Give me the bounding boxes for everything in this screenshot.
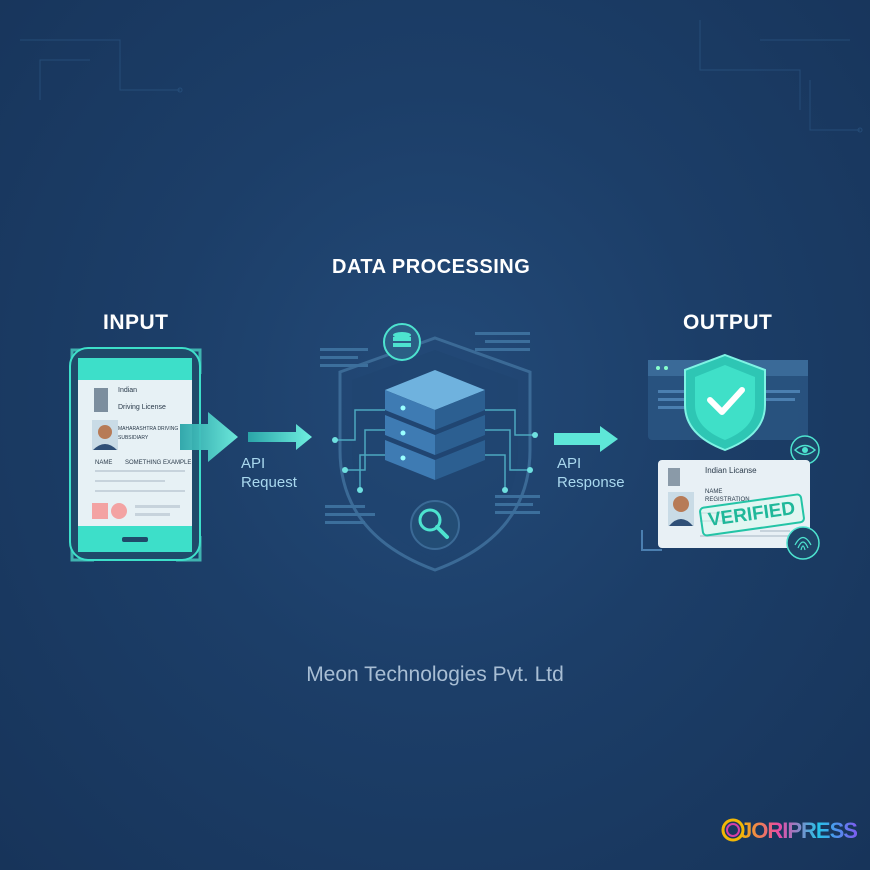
input-card-line4: SUBSIDIARY xyxy=(118,435,149,441)
output-title: OUTPUT xyxy=(683,311,773,334)
api-request-line1: API xyxy=(241,455,266,472)
input-card-line5: NAME xyxy=(95,460,113,466)
output-illustration xyxy=(641,353,820,560)
api-response-line2: Response xyxy=(557,474,625,491)
api-request-label: API Request xyxy=(241,454,297,492)
phone-illustration xyxy=(69,347,202,562)
output-card-line1: Indian Licanse xyxy=(705,466,757,475)
input-card-line2: Driving License xyxy=(118,404,166,411)
input-card-line6: SOMETHING EXAMPLE xyxy=(125,460,192,466)
watermark-text: JORIPRESS xyxy=(740,818,858,843)
output-card-line2: NAME xyxy=(705,489,723,495)
watermark-logo-icon xyxy=(721,818,745,842)
api-response-label: API Response xyxy=(557,454,625,492)
company-name: Meon Technologies Pvt. Ltd xyxy=(306,663,564,686)
output-card-line3: REGISTRATION xyxy=(705,497,750,503)
api-request-line2: Request xyxy=(241,474,297,491)
output-arrow xyxy=(554,426,618,452)
processing-title: DATA PROCESSING xyxy=(332,256,531,278)
input-card-line3: MAHARASHTRA DRIVING xyxy=(118,426,179,432)
input-arrows xyxy=(180,412,312,462)
api-response-line1: API xyxy=(557,455,582,472)
processing-illustration xyxy=(320,323,540,572)
input-card-line1: Indian xyxy=(118,387,138,394)
input-title: INPUT xyxy=(103,311,169,334)
watermark: JORIPRESS xyxy=(740,818,858,844)
